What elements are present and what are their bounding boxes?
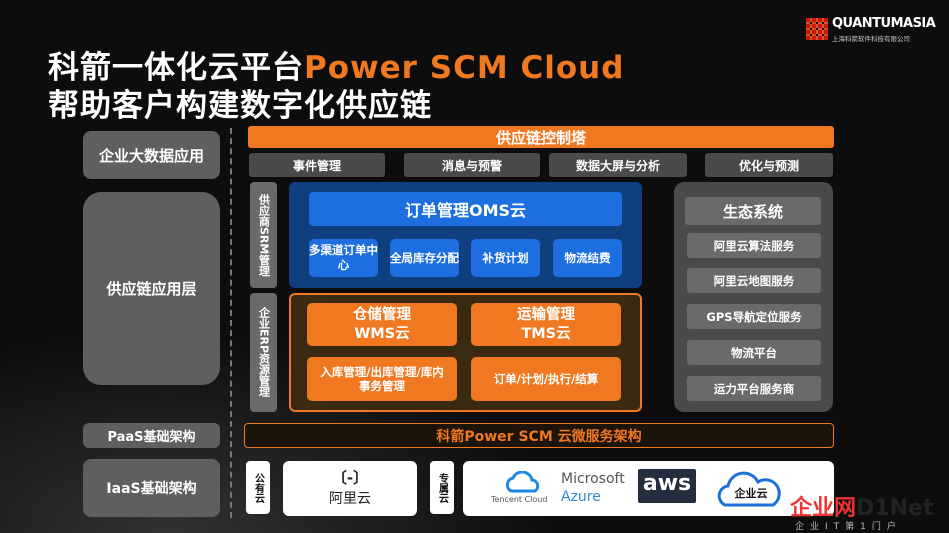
eco-item-capacity: 运力平台服务商 bbox=[687, 376, 821, 401]
eco-item-gps: GPS导航定位服务 bbox=[687, 304, 821, 329]
wms-title: 仓储管理 WMS云 bbox=[307, 303, 457, 346]
watermark-brand-b: D1Net bbox=[856, 496, 934, 521]
oms-item-inventory: 全局库存分配 bbox=[390, 239, 459, 277]
eco-item-logistics: 物流平台 bbox=[687, 340, 821, 365]
tencent-cloud-icon bbox=[505, 471, 540, 493]
aliyun-logo-icon: 〔-〕 bbox=[331, 469, 369, 487]
enterprise-cloud-icon bbox=[717, 471, 781, 507]
page-title-line1: 科箭一体化云平台Power SCM Cloud bbox=[48, 42, 624, 87]
ms-label-2: Azure bbox=[561, 489, 601, 505]
watermark-brand: 企业网D1Net bbox=[790, 490, 933, 522]
layer-paas: PaaS基础架构 bbox=[83, 423, 220, 448]
layer-iaas: IaaS基础架构 bbox=[83, 459, 220, 517]
company-logo: QUANTUMASIA 上海科箭软件科技有限公司 bbox=[806, 16, 936, 46]
layer-bigdata: 企业大数据应用 bbox=[83, 131, 220, 179]
oms-item-channel: 多渠道订单中心 bbox=[309, 239, 378, 277]
tms-detail: 订单/计划/执行/结算 bbox=[471, 357, 621, 401]
separator-dashed bbox=[230, 128, 232, 518]
control-tower-bar: 供应链控制塔 bbox=[248, 126, 834, 148]
title-cn: 科箭一体化云平台 bbox=[48, 50, 304, 86]
wms-detail: 入库管理/出库管理/库内事务管理 bbox=[307, 357, 457, 401]
aliyun-label: 阿里云 bbox=[329, 491, 371, 507]
tms-title: 运输管理 TMS云 bbox=[471, 303, 621, 346]
oms-item-billing: 物流结费 bbox=[553, 239, 622, 277]
tencent-label: Tencent Cloud bbox=[491, 495, 548, 504]
label-srm: 供应商SRM管理 bbox=[250, 182, 277, 288]
title-en: Power SCM Cloud bbox=[304, 50, 625, 86]
page-title-line2: 帮助客户构建数字化供应链 bbox=[48, 88, 432, 124]
private-cloud-card: Tencent Cloud Microsoft Azure aws 企业云 bbox=[463, 461, 834, 516]
aws-logo: aws bbox=[638, 469, 696, 503]
qiye-label: 企业云 bbox=[734, 487, 768, 500]
watermark-sub: 企业IT第1门户 bbox=[795, 522, 902, 532]
paas-microservice-bar: 科箭Power SCM 云微服务架构 bbox=[244, 423, 834, 448]
watermark-brand-a: 企业网 bbox=[790, 496, 857, 521]
tab-alert: 消息与预警 bbox=[404, 153, 540, 177]
eco-item-algo: 阿里云算法服务 bbox=[687, 233, 821, 258]
label-erp: 企业ERP资源管理 bbox=[250, 293, 277, 412]
eco-item-map: 阿里云地图服务 bbox=[687, 268, 821, 293]
tms-title-line1: 运输管理 bbox=[517, 307, 575, 324]
public-cloud-tag: 公有云 bbox=[246, 461, 270, 514]
private-cloud-tag: 专属云 bbox=[430, 461, 454, 514]
logo-subtitle: 上海科箭软件科技有限公司 bbox=[832, 35, 910, 43]
wms-title-line1: 仓储管理 bbox=[353, 307, 411, 324]
wms-title-line2: WMS云 bbox=[354, 325, 410, 342]
tab-dashboard: 数据大屏与分析 bbox=[549, 153, 687, 177]
tab-event: 事件管理 bbox=[249, 153, 385, 177]
logo-mark-icon bbox=[806, 18, 828, 40]
ms-label-1: Microsoft bbox=[561, 471, 625, 487]
aliyun-card: 〔-〕 阿里云 bbox=[283, 461, 417, 516]
oms-item-replenish: 补货计划 bbox=[471, 239, 540, 277]
tab-optimize: 优化与预测 bbox=[705, 153, 833, 177]
oms-title: 订单管理OMS云 bbox=[309, 192, 622, 226]
logo-name: QUANTUMASIA bbox=[832, 16, 936, 31]
tms-title-line2: TMS云 bbox=[521, 325, 571, 342]
eco-title: 生态系统 bbox=[685, 197, 821, 225]
layer-app: 供应链应用层 bbox=[83, 192, 220, 385]
